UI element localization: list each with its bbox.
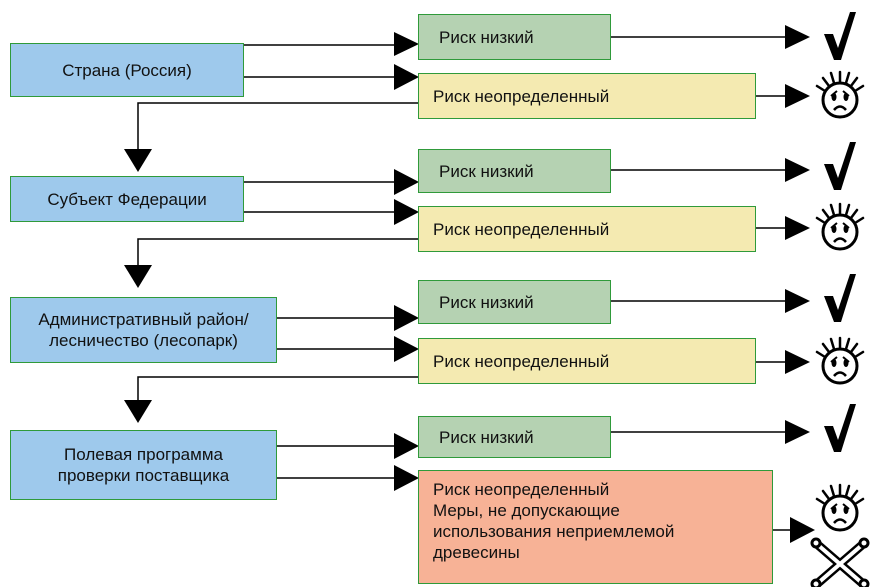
- level-box-label: Административный район/: [38, 310, 249, 329]
- checkmark-icon: [824, 142, 856, 190]
- risk-low-box: Риск низкий: [418, 14, 611, 60]
- measures-line: древесины: [433, 543, 520, 562]
- sad-face-icon: [815, 202, 865, 251]
- level-box-district: Административный район/ лесничество (лес…: [10, 297, 277, 363]
- measures-line: Меры, не допускающие: [433, 501, 620, 520]
- risk-low-box: Риск низкий: [418, 416, 611, 458]
- level-box-label: Субъект Федерации: [47, 189, 207, 209]
- level-box-country: Страна (Россия): [10, 43, 244, 97]
- checkmark-icon: [824, 404, 856, 452]
- level-box-label: лесничество (лесопарк): [49, 331, 238, 350]
- risk-uncertain-label: Риск неопределенный: [433, 351, 610, 371]
- measures-line: использования неприемлемой: [433, 522, 675, 541]
- risk-uncertain-box: Риск неопределенный: [418, 338, 756, 384]
- sad-face-icon: [815, 70, 865, 119]
- risk-uncertain-box: Риск неопределенный: [418, 206, 756, 252]
- risk-low-label: Риск низкий: [439, 161, 534, 181]
- sad-face-icon: [815, 336, 865, 385]
- level-box-label: Страна (Россия): [62, 60, 192, 80]
- risk-low-label: Риск низкий: [439, 27, 534, 47]
- risk-uncertain-measures-box: Риск неопределенный Меры, не допускающие…: [418, 470, 773, 584]
- skull-crossbones-icon: [810, 483, 870, 587]
- checkmark-icon: [824, 274, 856, 322]
- risk-low-label: Риск низкий: [439, 427, 534, 447]
- level-box-federal-subject: Субъект Федерации: [10, 176, 244, 222]
- risk-low-label: Риск низкий: [439, 292, 534, 312]
- level-box-label: проверки поставщика: [57, 466, 230, 485]
- level-box-label: Полевая программа: [64, 445, 223, 464]
- level-box-supplier-program: Полевая программа проверки поставщика: [10, 430, 277, 500]
- risk-low-box: Риск низкий: [418, 280, 611, 324]
- risk-uncertain-box: Риск неопределенный: [418, 73, 756, 119]
- risk-low-box: Риск низкий: [418, 149, 611, 193]
- measures-line: Риск неопределенный: [433, 480, 610, 499]
- risk-uncertain-label: Риск неопределенный: [433, 86, 610, 106]
- checkmark-icon: [824, 12, 856, 60]
- risk-uncertain-label: Риск неопределенный: [433, 219, 610, 239]
